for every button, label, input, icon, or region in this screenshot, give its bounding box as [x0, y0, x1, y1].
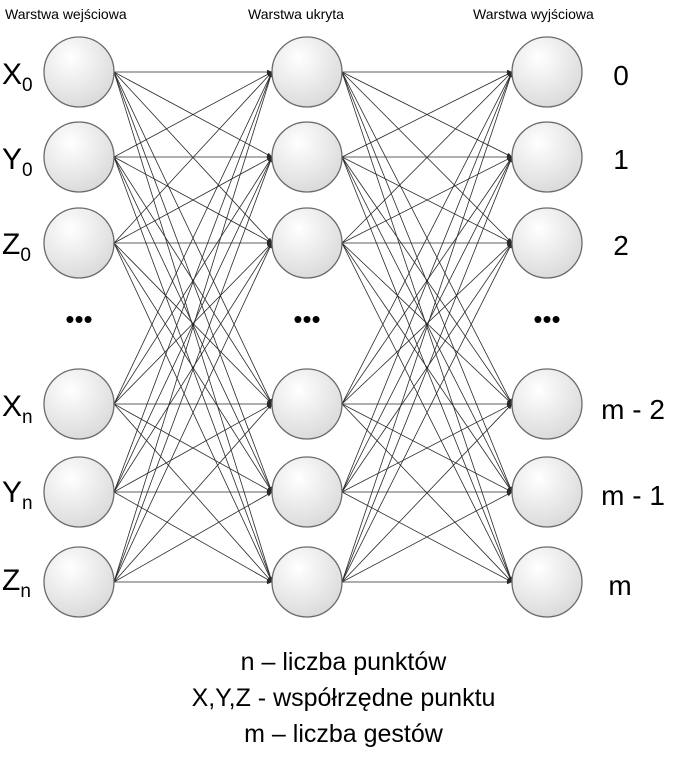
connection-hidden-4-to-output-1 [341, 156, 513, 493]
connection-input-5-to-hidden-0 [113, 71, 273, 583]
connection-hidden-3-to-output-0 [341, 71, 513, 405]
connection-hidden-5-to-output-0 [341, 71, 513, 583]
output-label-m-minus-1: m - 1 [601, 480, 665, 511]
hidden-layer-title: Warstwa ukryta [248, 6, 344, 22]
connection-input-3-to-hidden-1 [113, 156, 273, 405]
input-label-zn: Zn [2, 564, 31, 602]
output-node-4 [511, 456, 583, 528]
hidden-node-4 [271, 456, 343, 528]
connections-group [113, 69, 513, 585]
connection-input-2-to-hidden-1 [113, 156, 273, 244]
connection-input-4-to-hidden-1 [113, 156, 273, 493]
legend-line-n: n – liczba punktów [240, 648, 447, 676]
input-label-xn: Xn [2, 390, 33, 428]
connection-hidden-2-to-output-1 [341, 156, 513, 244]
output-label-m-minus-2: m - 2 [601, 394, 665, 425]
output-node-5 [511, 546, 583, 618]
output-label-m: m [608, 570, 632, 601]
legend-line-xyz: X,Y,Z - współrzędne punktu [191, 684, 496, 712]
connection-hidden-4-to-output-0 [341, 71, 513, 493]
connection-input-5-to-hidden-4 [113, 491, 273, 583]
input-label-z0: Z0 [2, 228, 31, 266]
connection-hidden-5-to-output-4 [341, 491, 513, 583]
connection-input-5-to-hidden-3 [113, 403, 273, 583]
connection-input-4-to-hidden-3 [113, 403, 273, 493]
connection-hidden-5-to-output-3 [341, 403, 513, 583]
hidden-node-1 [271, 121, 343, 193]
hidden-node-5 [271, 546, 343, 618]
hidden-ellipsis: ••• [293, 304, 321, 334]
input-node-3 [43, 368, 115, 440]
input-label-yn: Yn [2, 476, 33, 514]
output-node-3 [511, 368, 583, 440]
input-layer-title: Warstwa wejściowa [5, 6, 127, 22]
input-label-x0: X0 [2, 58, 33, 96]
input-node-0 [43, 36, 115, 108]
connection-input-4-to-hidden-2 [113, 242, 273, 493]
connection-hidden-4-to-output-3 [341, 403, 513, 493]
input-node-1 [43, 121, 115, 193]
hidden-node-2 [271, 207, 343, 279]
output-node-0 [511, 36, 583, 108]
output-label-2: 2 [613, 230, 629, 261]
connection-hidden-3-to-output-2 [341, 242, 513, 405]
nodes-group [43, 36, 583, 618]
output-node-2 [511, 207, 583, 279]
hidden-node-0 [271, 36, 343, 108]
hidden-node-3 [271, 368, 343, 440]
connection-input-3-to-hidden-0 [113, 71, 273, 405]
output-node-1 [511, 121, 583, 193]
connection-input-3-to-hidden-2 [113, 242, 273, 405]
input-ellipsis: ••• [65, 304, 93, 334]
output-label-0: 0 [613, 60, 629, 91]
input-label-y0: Y0 [2, 143, 33, 181]
connection-input-1-to-hidden-0 [113, 71, 273, 158]
connection-input-2-to-hidden-0 [113, 71, 273, 244]
connection-input-5-to-hidden-1 [113, 156, 273, 583]
legend-line-m: m – liczba gestów [244, 720, 443, 748]
connection-input-4-to-hidden-0 [113, 71, 273, 493]
input-node-5 [43, 546, 115, 618]
connection-hidden-3-to-output-1 [341, 156, 513, 405]
output-ellipsis: ••• [533, 304, 561, 334]
output-layer-title: Warstwa wyjściowa [473, 6, 594, 22]
connection-hidden-5-to-output-1 [341, 156, 513, 583]
connection-hidden-1-to-output-0 [341, 71, 513, 158]
connection-hidden-4-to-output-2 [341, 242, 513, 493]
connection-input-5-to-hidden-2 [113, 242, 273, 583]
input-node-2 [43, 207, 115, 279]
connection-hidden-2-to-output-0 [341, 71, 513, 244]
input-node-4 [43, 456, 115, 528]
connection-hidden-5-to-output-2 [341, 242, 513, 583]
output-label-1: 1 [613, 144, 629, 175]
